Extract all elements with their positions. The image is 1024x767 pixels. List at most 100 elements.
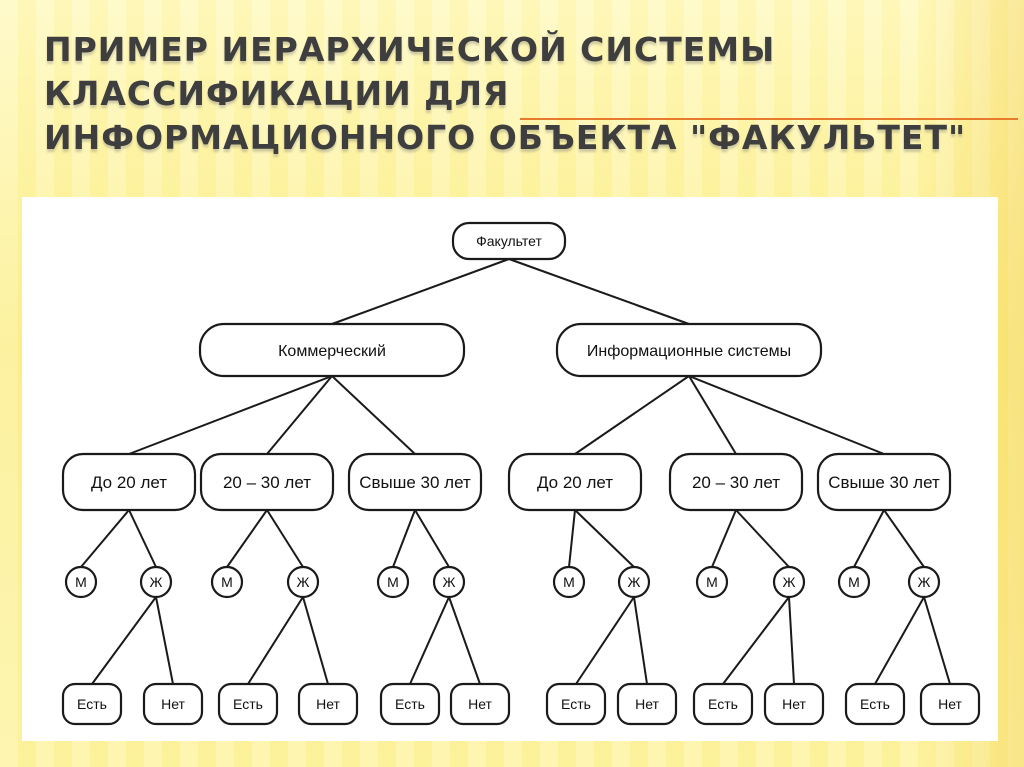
node-no-label: Нет bbox=[938, 696, 962, 712]
edge-zh-to-no bbox=[633, 596, 648, 685]
node-yes-frame bbox=[545, 682, 607, 726]
node-department-label: Информационные системы bbox=[587, 343, 791, 360]
node-age-group: До 20 лет bbox=[61, 452, 197, 512]
title-underline bbox=[520, 118, 1018, 120]
node-gender-m-label: М bbox=[706, 574, 718, 590]
node-age-group-label: 20 – 30 лет bbox=[223, 473, 311, 492]
edge-age-to-zh bbox=[735, 509, 790, 568]
node-yes: Есть bbox=[844, 682, 906, 726]
node-gender-zh-label: Ж bbox=[297, 574, 310, 590]
node-no-label: Нет bbox=[161, 696, 185, 712]
tree-edges bbox=[80, 258, 951, 685]
node-gender-m: М bbox=[837, 565, 871, 599]
node-gender-zh-frame bbox=[772, 565, 806, 599]
node-faculty-frame bbox=[451, 221, 567, 261]
edge-age-to-m bbox=[226, 509, 268, 568]
node-gender-zh: Ж bbox=[139, 565, 173, 599]
node-yes-frame bbox=[379, 682, 441, 726]
node-gender-zh: Ж bbox=[432, 565, 466, 599]
node-no: Нет bbox=[297, 682, 359, 726]
node-age-group-label: Свыше 30 лет bbox=[359, 473, 471, 492]
node-gender-zh-frame bbox=[432, 565, 466, 599]
edge-age-to-zh bbox=[574, 509, 635, 568]
edge-zh-to-yes bbox=[409, 596, 450, 685]
node-gender-m: М bbox=[376, 565, 410, 599]
node-gender-m-frame bbox=[210, 565, 244, 599]
node-age-group: Свыше 30 лет bbox=[816, 452, 952, 512]
edge-zh-to-no bbox=[155, 596, 174, 685]
node-yes-label: Есть bbox=[860, 696, 890, 712]
edge-dept-to-age bbox=[688, 375, 885, 455]
node-faculty: Факультет bbox=[451, 221, 567, 261]
edge-zh-to-no bbox=[923, 596, 951, 685]
node-age-group-frame bbox=[668, 452, 804, 512]
node-no-label: Нет bbox=[468, 696, 492, 712]
node-department-frame bbox=[198, 322, 466, 378]
edge-zh-to-no bbox=[448, 596, 481, 685]
edge-zh-to-no bbox=[302, 596, 329, 685]
node-yes-label: Есть bbox=[395, 696, 425, 712]
node-no-frame bbox=[919, 682, 981, 726]
node-department: Коммерческий bbox=[198, 322, 466, 378]
node-gender-zh-label: Ж bbox=[150, 574, 163, 590]
node-gender-zh-label: Ж bbox=[783, 574, 796, 590]
node-gender-zh-frame bbox=[617, 565, 651, 599]
node-age-group-frame bbox=[347, 452, 483, 512]
edge-age-to-zh bbox=[266, 509, 304, 568]
node-no-label: Нет bbox=[635, 696, 659, 712]
edge-root-to-dept bbox=[508, 258, 690, 325]
edge-age-to-m bbox=[568, 509, 576, 568]
node-yes-frame bbox=[844, 682, 906, 726]
edge-zh-to-no bbox=[788, 596, 795, 685]
node-age-group-label: До 20 лет bbox=[537, 473, 613, 492]
node-gender-zh: Ж bbox=[772, 565, 806, 599]
node-gender-m: М bbox=[64, 565, 98, 599]
node-gender-zh-label: Ж bbox=[918, 574, 931, 590]
edge-age-to-m bbox=[80, 509, 130, 568]
node-no-frame bbox=[616, 682, 678, 726]
node-yes: Есть bbox=[61, 682, 123, 726]
edge-age-to-m bbox=[392, 509, 416, 568]
node-gender-m-label: М bbox=[387, 574, 399, 590]
node-age-group-label: Свыше 30 лет bbox=[828, 473, 940, 492]
node-age-group-label: 20 – 30 лет bbox=[692, 473, 780, 492]
slide-title: ПРИМЕР ИЕРАРХИЧЕСКОЙ СИСТЕМЫ КЛАССИФИКАЦ… bbox=[44, 28, 1004, 160]
node-gender-zh-frame bbox=[286, 565, 320, 599]
node-age-group: Свыше 30 лет bbox=[347, 452, 483, 512]
node-no: Нет bbox=[142, 682, 204, 726]
node-yes-frame bbox=[692, 682, 754, 726]
node-no-label: Нет bbox=[782, 696, 806, 712]
edge-zh-to-yes bbox=[722, 596, 790, 685]
edge-age-to-m bbox=[853, 509, 885, 568]
edge-dept-to-age bbox=[574, 375, 690, 455]
node-no-label: Нет bbox=[316, 696, 340, 712]
node-yes-label: Есть bbox=[561, 696, 591, 712]
node-gender-zh: Ж bbox=[286, 565, 320, 599]
node-yes-label: Есть bbox=[708, 696, 738, 712]
node-gender-m-frame bbox=[376, 565, 410, 599]
node-age-group-label: До 20 лет bbox=[91, 473, 167, 492]
node-gender-m: М bbox=[552, 565, 586, 599]
node-age-group-frame bbox=[507, 452, 643, 512]
edge-zh-to-yes bbox=[247, 596, 304, 685]
node-department-label: Коммерческий bbox=[278, 343, 386, 360]
node-gender-m: М bbox=[210, 565, 244, 599]
node-yes-label: Есть bbox=[77, 696, 107, 712]
node-no: Нет bbox=[616, 682, 678, 726]
edge-dept-to-age bbox=[688, 375, 737, 455]
node-gender-m-label: М bbox=[75, 574, 87, 590]
node-no: Нет bbox=[763, 682, 825, 726]
edge-age-to-zh bbox=[414, 509, 450, 568]
node-no-frame bbox=[297, 682, 359, 726]
node-yes: Есть bbox=[217, 682, 279, 726]
node-gender-zh-label: Ж bbox=[628, 574, 641, 590]
node-yes: Есть bbox=[692, 682, 754, 726]
node-yes: Есть bbox=[379, 682, 441, 726]
node-gender-m-frame bbox=[64, 565, 98, 599]
node-department-frame bbox=[555, 322, 823, 378]
node-gender-m: М bbox=[695, 565, 729, 599]
edge-dept-to-age bbox=[331, 375, 416, 455]
node-no: Нет bbox=[449, 682, 511, 726]
node-yes-frame bbox=[61, 682, 123, 726]
